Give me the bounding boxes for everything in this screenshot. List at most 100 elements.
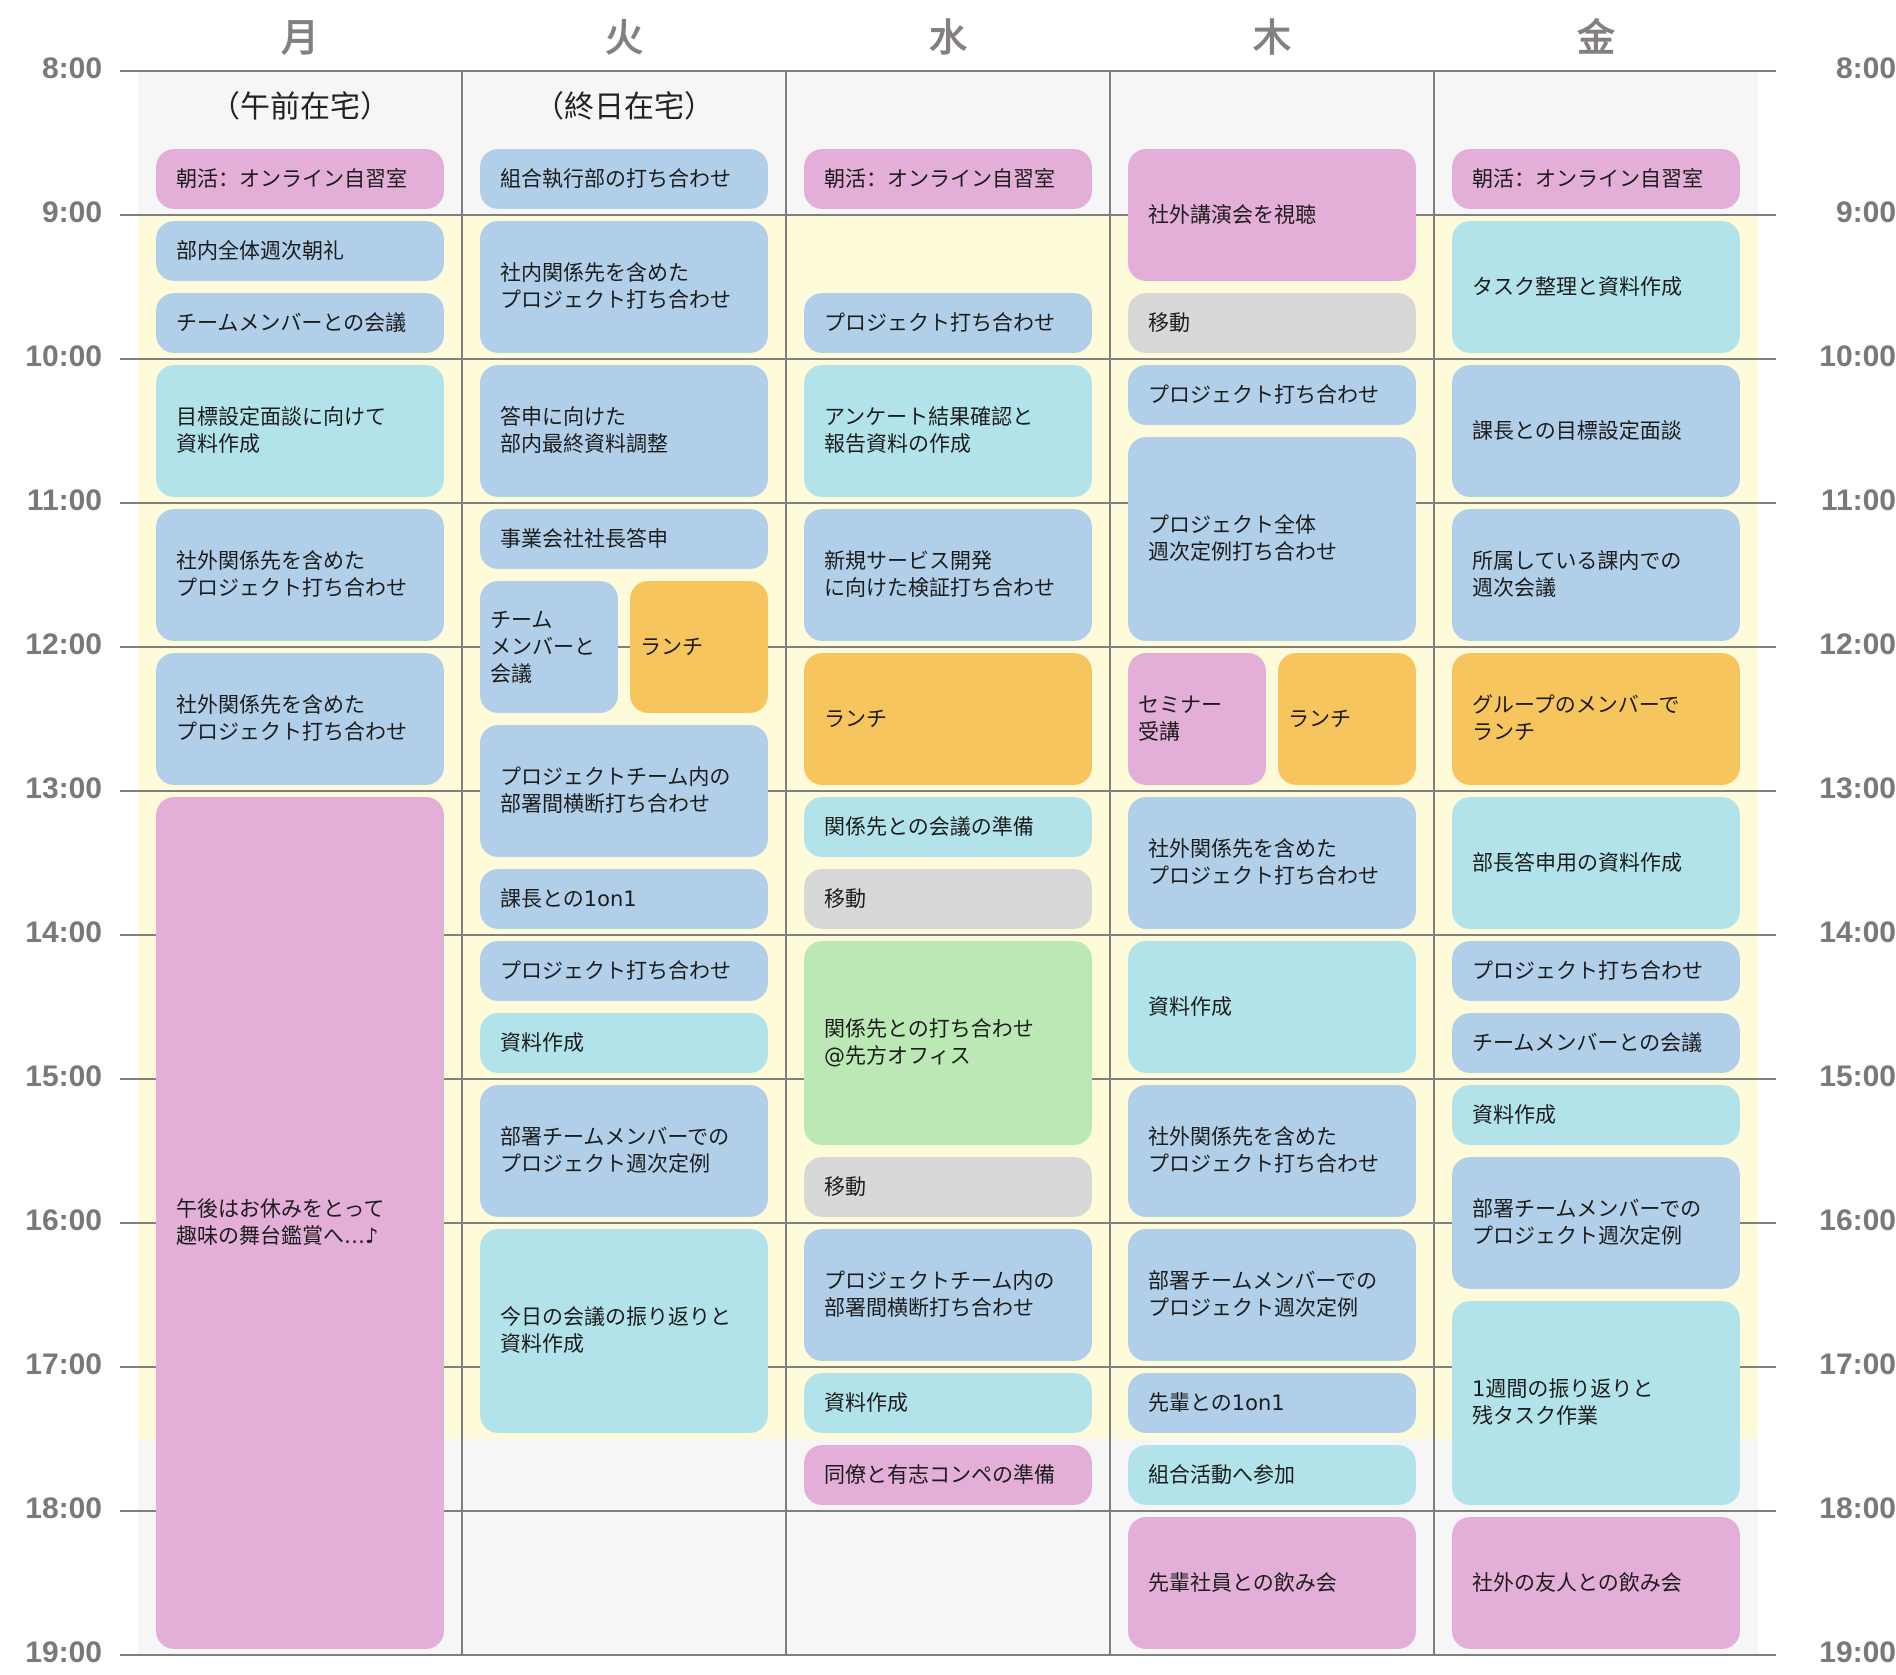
calendar-event[interactable]: セミナー 受講	[1128, 653, 1266, 785]
calendar-event[interactable]: 資料作成	[1128, 941, 1416, 1073]
calendar-event[interactable]: 移動	[804, 1157, 1092, 1217]
calendar-event[interactable]: 社外の友人との飲み会	[1452, 1517, 1740, 1649]
calendar-event[interactable]: ランチ	[1278, 653, 1416, 785]
time-label-left: 13:00	[25, 772, 102, 805]
calendar-event[interactable]: プロジェクト打ち合わせ	[480, 941, 768, 1001]
calendar-event[interactable]: 先輩との1on1	[1128, 1373, 1416, 1433]
calendar-event[interactable]: 部署チームメンバーでの プロジェクト週次定例	[1452, 1157, 1740, 1289]
event-title: 社外の友人との飲み会	[1472, 1570, 1682, 1595]
event-title: 関係先との会議の準備	[824, 814, 1034, 839]
calendar-event[interactable]: プロジェクト打ち合わせ	[1128, 365, 1416, 425]
hour-gridline	[120, 1510, 1776, 1512]
event-title: 目標設定面談に向けて 資料作成	[176, 405, 386, 456]
event-title: プロジェクト打ち合わせ	[1472, 958, 1703, 983]
event-title: 先輩社員との飲み会	[1148, 1570, 1337, 1595]
calendar-event[interactable]: 部内全体週次朝礼	[156, 221, 444, 281]
calendar-event[interactable]: 先輩社員との飲み会	[1128, 1517, 1416, 1649]
time-label-right: 15:00	[1819, 1060, 1896, 1093]
event-title: 社内関係先を含めた プロジェクト打ち合わせ	[500, 261, 731, 312]
calendar-event[interactable]: 資料作成	[804, 1373, 1092, 1433]
calendar-event[interactable]: 目標設定面談に向けて 資料作成	[156, 365, 444, 497]
calendar-event[interactable]: 資料作成	[480, 1013, 768, 1073]
event-title: 課長との目標設定面談	[1472, 418, 1682, 443]
calendar-event[interactable]: 部長答申用の資料作成	[1452, 797, 1740, 929]
event-title: ランチ	[1288, 706, 1351, 731]
calendar-event[interactable]: 部署チームメンバーでの プロジェクト週次定例	[1128, 1229, 1416, 1361]
calendar-event[interactable]: 関係先との打ち合わせ @先方オフィス	[804, 941, 1092, 1145]
event-title: 移動	[1148, 310, 1190, 335]
hour-gridline	[120, 646, 1776, 648]
calendar-event[interactable]: 社内関係先を含めた プロジェクト打ち合わせ	[480, 221, 768, 353]
calendar-event[interactable]: 社外関係先を含めた プロジェクト打ち合わせ	[156, 653, 444, 785]
event-title: 社外関係先を含めた プロジェクト打ち合わせ	[1148, 1125, 1379, 1176]
calendar-event[interactable]: 社外講演会を視聴	[1128, 149, 1416, 281]
calendar-event[interactable]: プロジェクトチーム内の 部署間横断打ち合わせ	[804, 1229, 1092, 1361]
calendar-event[interactable]: 組合活動へ参加	[1128, 1445, 1416, 1505]
calendar-event[interactable]: 午後はお休みをとって 趣味の舞台鑑賞へ…♪	[156, 797, 444, 1649]
calendar-event[interactable]: プロジェクト打ち合わせ	[804, 293, 1092, 353]
calendar-event[interactable]: 社外関係先を含めた プロジェクト打ち合わせ	[156, 509, 444, 641]
calendar-event[interactable]: チームメンバーとの会議	[156, 293, 444, 353]
time-label-right: 17:00	[1819, 1348, 1896, 1381]
event-title: タスク整理と資料作成	[1472, 274, 1682, 299]
calendar-event[interactable]: 朝活：オンライン自習室	[156, 149, 444, 209]
location-note: （午前在宅）	[210, 90, 390, 125]
day-header: 水	[928, 16, 967, 60]
calendar-event[interactable]: 部署チームメンバーでの プロジェクト週次定例	[480, 1085, 768, 1217]
hour-gridline	[120, 1222, 1776, 1224]
location-note: （終日在宅）	[534, 90, 714, 125]
hour-gridline	[120, 502, 1776, 504]
calendar-event[interactable]: 答申に向けた 部内最終資料調整	[480, 365, 768, 497]
calendar-event[interactable]: タスク整理と資料作成	[1452, 221, 1740, 353]
calendar-event[interactable]: 朝活：オンライン自習室	[804, 149, 1092, 209]
event-title: プロジェクト全体 週次定例打ち合わせ	[1148, 513, 1337, 564]
time-label-right: 11:00	[1820, 484, 1896, 517]
calendar-event[interactable]: ランチ	[804, 653, 1092, 785]
calendar-event[interactable]: 新規サービス開発 に向けた検証打ち合わせ	[804, 509, 1092, 641]
calendar-event[interactable]: 関係先との会議の準備	[804, 797, 1092, 857]
calendar-event[interactable]: プロジェクト打ち合わせ	[1452, 941, 1740, 1001]
calendar-event[interactable]: 社外関係先を含めた プロジェクト打ち合わせ	[1128, 797, 1416, 929]
calendar-event[interactable]: 課長との1on1	[480, 869, 768, 929]
event-title: 移動	[824, 1174, 866, 1199]
event-title: 部内全体週次朝礼	[176, 238, 344, 263]
event-title: プロジェクト打ち合わせ	[1148, 382, 1379, 407]
calendar-event[interactable]: 組合執行部の打ち合わせ	[480, 149, 768, 209]
calendar-event[interactable]: 所属している課内での 週次会議	[1452, 509, 1740, 641]
calendar-event[interactable]: 朝活：オンライン自習室	[1452, 149, 1740, 209]
calendar-event[interactable]: 同僚と有志コンペの準備	[804, 1445, 1092, 1505]
calendar-event[interactable]: グループのメンバーで ランチ	[1452, 653, 1740, 785]
event-title: 新規サービス開発 に向けた検証打ち合わせ	[824, 549, 1055, 600]
calendar-event[interactable]: 1週間の振り返りと 残タスク作業	[1452, 1301, 1740, 1505]
calendar-event[interactable]: プロジェクトチーム内の 部署間横断打ち合わせ	[480, 725, 768, 857]
time-label-left: 11:00	[26, 484, 102, 517]
event-title: 資料作成	[1472, 1102, 1556, 1127]
calendar-event[interactable]: ランチ	[630, 581, 768, 713]
calendar-event[interactable]: 事業会社社長答申	[480, 509, 768, 569]
event-title: プロジェクト打ち合わせ	[500, 958, 731, 983]
calendar-event[interactable]: 移動	[804, 869, 1092, 929]
event-title: 資料作成	[1148, 994, 1232, 1019]
calendar-event[interactable]: チーム メンバーと 会議	[480, 581, 618, 713]
calendar-event[interactable]: 移動	[1128, 293, 1416, 353]
calendar-event[interactable]: 資料作成	[1452, 1085, 1740, 1145]
event-title: 答申に向けた 部内最終資料調整	[500, 405, 668, 456]
event-title: 課長との1on1	[500, 886, 637, 911]
event-title: 関係先との打ち合わせ @先方オフィス	[824, 1017, 1034, 1068]
event-title: 部署チームメンバーでの プロジェクト週次定例	[500, 1125, 730, 1176]
event-title: 1週間の振り返りと 残タスク作業	[1472, 1377, 1654, 1428]
time-label-left: 17:00	[25, 1348, 102, 1381]
event-title: チームメンバーとの会議	[1472, 1030, 1703, 1055]
calendar-event[interactable]: チームメンバーとの会議	[1452, 1013, 1740, 1073]
event-title: ランチ	[824, 706, 887, 731]
calendar-event[interactable]: アンケート結果確認と 報告資料の作成	[804, 365, 1092, 497]
event-title: チーム メンバーと 会議	[490, 607, 595, 686]
calendar-event[interactable]: 課長との目標設定面談	[1452, 365, 1740, 497]
calendar-event[interactable]: プロジェクト全体 週次定例打ち合わせ	[1128, 437, 1416, 641]
calendar-event[interactable]: 社外関係先を含めた プロジェクト打ち合わせ	[1128, 1085, 1416, 1217]
event-title: 社外関係先を含めた プロジェクト打ち合わせ	[176, 693, 407, 744]
time-label-right: 9:00	[1835, 196, 1896, 229]
calendar-event[interactable]: 今日の会議の振り返りと 資料作成	[480, 1229, 768, 1433]
event-title: 移動	[824, 886, 866, 911]
event-title: 所属している課内での 週次会議	[1472, 549, 1682, 600]
